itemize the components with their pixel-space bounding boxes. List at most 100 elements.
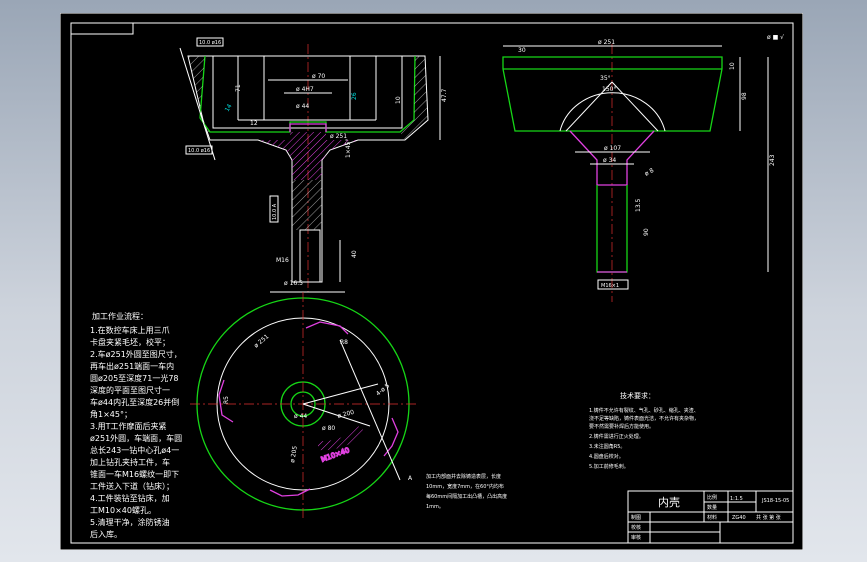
dim-40: 40: [351, 250, 358, 258]
dim-p-200: ø 200: [337, 409, 355, 420]
process-line: 车ø44内孔至深度26并倒: [90, 397, 179, 407]
section-note: 加工内部面并去除铸造表层，长度 10mm，宽度7mm，在60°内均布 每60mm…: [426, 473, 507, 510]
process-line: 4.工件装钻至钻床，加: [90, 493, 170, 503]
tech-line: 浇不足等缺陷，铸件表面光洁，不允许有夹杂物，: [589, 415, 699, 422]
tech-line: 3.未注圆角R5。: [589, 443, 625, 450]
dim-16-5: ø 16.5: [284, 280, 303, 287]
elevation-view: ø 251 35° 150° ø 107 ø 34 ø 8 13.5 10 98…: [502, 39, 776, 302]
tech-line: 5.加工前修毛刺。: [589, 463, 629, 470]
radius-leader: [302, 403, 371, 427]
tb-material: 材料: [707, 514, 717, 521]
disk-outline: [502, 56, 723, 132]
process-line: 后入库。: [90, 529, 122, 539]
slot-top: [305, 321, 349, 335]
drawing-number: JS18-15-05: [761, 498, 789, 504]
process-line: 锥面一车M16螺纹一即下: [90, 469, 179, 479]
dome-arc: [559, 92, 666, 132]
hatch-right-wall: [400, 56, 428, 140]
inner-cavity: [212, 56, 403, 129]
tech-line: 4.圆盘后校对。: [589, 453, 624, 460]
dim-r8: R8: [340, 339, 348, 346]
angle-line-left: [565, 81, 613, 132]
tech-title: 技术要求：: [620, 391, 655, 400]
inner-steps: [237, 56, 377, 121]
leader-left: [179, 47, 216, 161]
tech-line: 要不然需要补焊后方能使用。: [589, 423, 654, 430]
dim-47-7: 47.7: [441, 88, 448, 102]
dim-107: ø 107: [604, 145, 621, 152]
section-view: ø 70 ø 4H7 ø 44 ø 251 M16 ø 16.5 12 71 4…: [179, 37, 448, 293]
surface-finish-symbol: ø ■ √: [767, 34, 784, 41]
engineering-drawing: ø ■ √ ø 70: [59, 12, 804, 551]
dim-35deg: 35°: [600, 75, 611, 82]
hatch-hub: [258, 132, 358, 180]
dim-13-5: 13.5: [635, 198, 642, 212]
dim-8: ø 8: [644, 167, 656, 178]
title-block-frame: [627, 490, 794, 544]
dim-44: ø 44: [296, 103, 309, 110]
hatch-shaft: [292, 180, 322, 230]
tb-qty: 数量: [707, 504, 717, 511]
cavity-hatch: [318, 426, 366, 451]
dim-98: 98: [741, 92, 748, 100]
process-line: 1.在数控车床上用三爪: [90, 325, 170, 335]
part-name: 内壳: [658, 495, 680, 509]
thread-frame: [597, 279, 629, 290]
dim-p-80: ø 80: [322, 425, 335, 432]
dim-150deg: 150°: [602, 86, 616, 93]
process-line: 5.清理干净，涂防锈油: [90, 517, 170, 527]
technical-requirements: 技术要求： 1.铸件不允许有裂纹、气孔、砂孔、缩孔、夹渣、 浇不足等缺陷，铸件表…: [589, 391, 699, 470]
section-note-line: 每60mm间隔加工出凸槽，凸出高度: [426, 493, 507, 500]
process-line: 卡盘夹紧毛坯，校平；: [90, 337, 170, 347]
tolerance-2: 10.0 ø16: [188, 148, 210, 154]
process-line: 2.车ø251外圆至图尺寸，: [90, 349, 182, 359]
title-block: 内壳 1:1.5 JS18-15-05 制图 校核 审核 比例 数量 材料 ZG…: [627, 490, 794, 544]
dim-m16x1: M16×1: [601, 283, 619, 289]
dim-4h7: ø 4H7: [296, 86, 314, 93]
dim-14: 14: [224, 103, 234, 113]
tolerance-frame-2: [185, 145, 213, 155]
dim-34: ø 34: [603, 157, 616, 164]
dim-26: 26: [351, 92, 358, 100]
tb-draw: 制图: [631, 514, 641, 521]
section-mark-a: A: [408, 475, 413, 482]
dim-251: ø 251: [330, 133, 347, 140]
process-line: 圆ø205至深度71一光78: [90, 373, 179, 383]
dim-m16: M16: [276, 257, 289, 264]
hatch-left-wall: [188, 56, 210, 140]
angle-line-right: [611, 81, 659, 132]
tolerance-3: 10.0 A: [272, 203, 278, 220]
section-note-line: 加工内部面并去除铸造表层，长度: [426, 473, 501, 480]
process-line: 工M10×40螺孔。: [90, 505, 156, 515]
slot-left: [218, 379, 234, 423]
tech-line: 2.铸件需进行正火处理。: [589, 433, 644, 440]
section-note-line: 10mm，宽度7mm，在60°内均布: [426, 483, 504, 490]
material-value: ZG40: [732, 515, 746, 521]
dim-12: 12: [250, 120, 258, 127]
inner-border: [70, 22, 794, 544]
radius-leader-2: [302, 383, 379, 405]
process-title: 加工作业流程：: [92, 311, 148, 321]
process-line: 3.用T工作摩面后夹紧: [90, 421, 167, 431]
section-cut-line: [339, 339, 401, 481]
drawing-sheet: ø ■ √ ø 70: [59, 12, 804, 551]
slot-bottom: [269, 488, 311, 497]
threaded-hole: [299, 229, 321, 283]
machined-profile: [199, 55, 416, 133]
tb-approve: 审核: [631, 534, 641, 541]
dim-chamfer: 1×45°: [345, 139, 352, 158]
dim-r5: R5: [223, 396, 230, 404]
dim-243: 243: [769, 154, 776, 166]
process-line: 总长243一钻中心孔ø4一: [90, 445, 179, 455]
tolerance-1: 10.0 ø16: [199, 40, 221, 46]
tolerance-frame-3: [269, 195, 279, 223]
dim-30: 30: [518, 47, 526, 54]
dim-r-10: 10: [729, 62, 736, 70]
tech-line: 1.铸件不允许有裂纹、气孔、砂孔、缩孔、夹渣、: [589, 407, 699, 414]
corner-box: [70, 22, 134, 35]
process-line: 再车出ø251端面一车内: [90, 361, 174, 371]
process-line: 深度的平面至图尺寸一: [90, 385, 170, 395]
dim-p-251: ø 251: [253, 333, 271, 349]
dim-r-251: ø 251: [598, 39, 615, 46]
process-line: 角1×45°；: [90, 409, 132, 419]
